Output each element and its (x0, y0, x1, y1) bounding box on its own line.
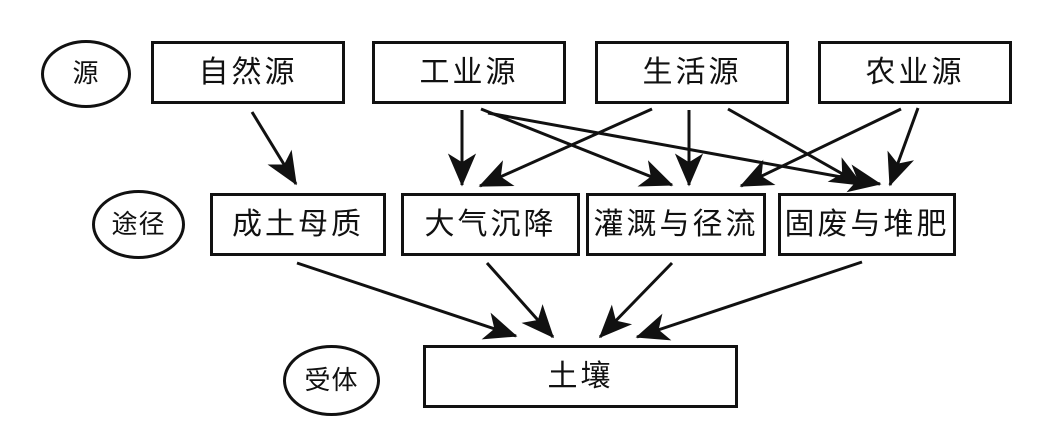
pathway-node-parent-material[interactable]: 成土母质 (210, 193, 386, 256)
arrow-group (250, 107, 920, 341)
pathway-node-solid-waste[interactable]: 固废与堆肥 (778, 193, 956, 256)
pathway-node-irrigation-label: 灌溉与径流 (593, 206, 759, 242)
source-node-natural[interactable]: 自然源 (151, 41, 345, 104)
tier-badge-source-label: 源 (72, 59, 100, 89)
edge-irrigation-to-soil (598, 261, 674, 339)
edge-agricultural-to-irrigation (739, 107, 902, 188)
tier-badge-receptor-label: 受体 (304, 365, 359, 396)
edge-agricultural-to-solid-waste (887, 107, 920, 187)
edge-domestic-to-solid-waste (727, 107, 864, 187)
pathway-node-atmospheric-label: 大气沉降 (424, 206, 557, 242)
edge-natural-to-parent-material (250, 111, 298, 186)
receptor-node-soil-label: 土壤 (547, 358, 614, 394)
source-node-natural-label: 自然源 (198, 54, 298, 90)
source-node-agricultural-label: 农业源 (865, 54, 965, 90)
edge-industrial-to-irrigation (480, 107, 674, 187)
tier-badge-pathway-label: 途径 (111, 209, 166, 240)
edge-parent-material-to-soil (296, 261, 518, 340)
pathway-node-solid-waste-label: 固废与堆肥 (784, 206, 950, 242)
receptor-node-soil[interactable]: 土壤 (423, 345, 738, 408)
source-node-agricultural[interactable]: 农业源 (818, 41, 1012, 104)
pathway-node-atmospheric[interactable]: 大气沉降 (401, 193, 580, 256)
source-node-domestic[interactable]: 生活源 (595, 41, 789, 104)
tier-badge-receptor: 受体 (283, 345, 380, 416)
source-node-industrial-label: 工业源 (419, 54, 519, 90)
tier-badge-pathway: 途径 (92, 190, 185, 259)
tier-badge-source: 源 (41, 40, 131, 108)
pathway-node-parent-material-label: 成土母质 (232, 206, 364, 242)
edge-industrial-to-solid-waste (487, 111, 882, 193)
edge-domestic-to-atmospheric (478, 107, 653, 188)
pathway-node-irrigation[interactable]: 灌溉与径流 (586, 193, 766, 256)
source-node-domestic-label: 生活源 (642, 54, 742, 90)
source-node-industrial[interactable]: 工业源 (372, 41, 566, 104)
edge-atmospheric-to-soil (485, 262, 555, 339)
edge-solid-waste-to-soil (635, 260, 863, 341)
